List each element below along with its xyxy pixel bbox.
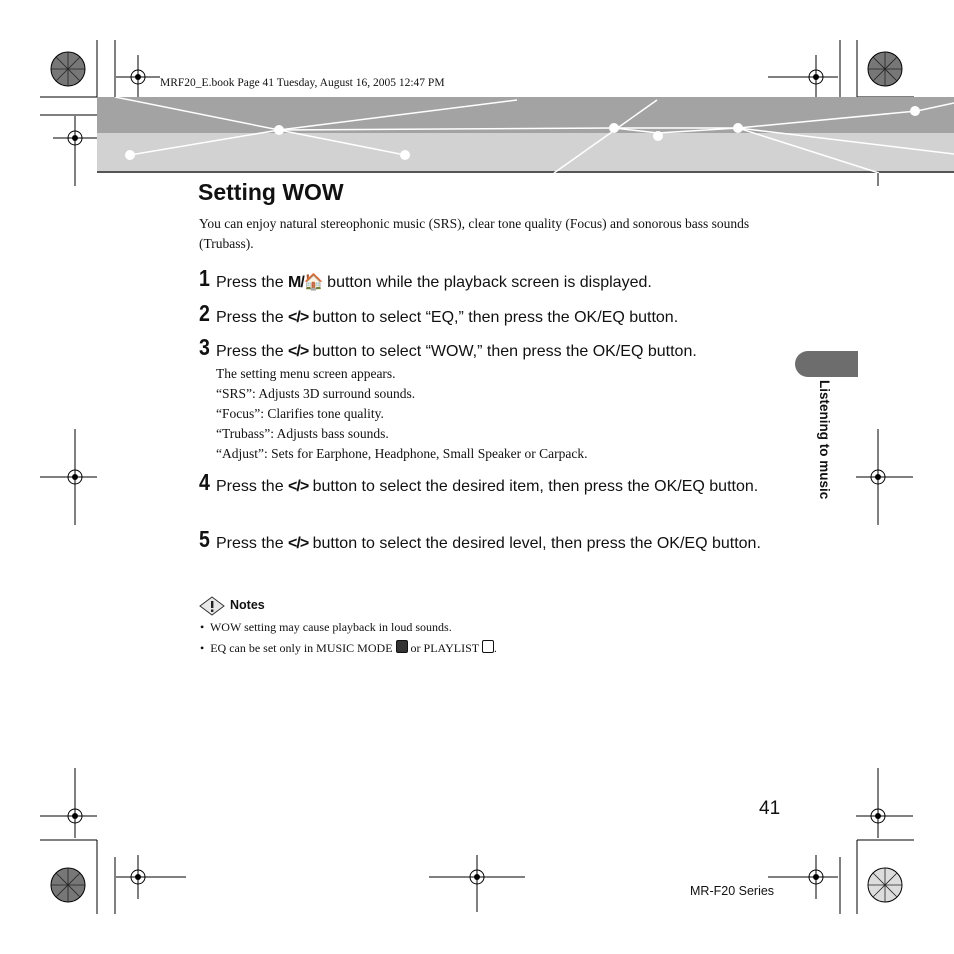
note-item: • WOW setting may cause playback in loud… — [200, 620, 452, 634]
left-right-key-icon: </> — [288, 309, 309, 326]
step-text: button to select the desired level, then… — [308, 535, 761, 552]
chapter-tab — [795, 351, 858, 377]
step-number: 5 — [199, 526, 210, 552]
step-3-detail: “Focus”: Clarifies tone quality. — [216, 406, 384, 421]
note-item: • EQ can be set only in MUSIC MODE or PL… — [200, 640, 497, 655]
step-5: 5 Press the </> button to select the des… — [199, 528, 789, 555]
step-text: button while the playback screen is disp… — [322, 274, 652, 291]
step-text: Press the — [216, 478, 289, 495]
step-text: Press the — [216, 309, 289, 326]
music-mode-icon — [395, 640, 408, 653]
chapter-side-label: Listening to music — [817, 380, 832, 500]
step-text: button to select the desired item, then … — [308, 478, 759, 495]
note-text: WOW setting may cause playback in loud s… — [209, 620, 452, 634]
note-text: or PLAYLIST — [407, 641, 482, 655]
note-text: EQ can be set only in MUSIC MODE — [210, 641, 396, 655]
step-3: 3 Press the </> button to select “WOW,” … — [199, 336, 789, 363]
step-text: Press the — [216, 343, 289, 360]
page-title: Setting WOW — [198, 179, 344, 205]
page-number: 41 — [759, 798, 781, 819]
step-3-detail: The setting menu screen appears. — [216, 366, 396, 381]
notes-warning-icon — [199, 596, 225, 616]
step-3-detail: “Trubass”: Adjusts bass sounds. — [216, 426, 389, 441]
menu-home-key-icon: M/🏠 — [288, 274, 324, 291]
step-text: Press the — [216, 274, 289, 291]
step-text: button to select “EQ,” then press the OK… — [308, 309, 679, 326]
print-header-note: MRF20_E.book Page 41 Tuesday, August 16,… — [160, 77, 445, 89]
step-text: Press the — [216, 535, 289, 552]
step-number: 1 — [199, 265, 210, 291]
step-2: 2 Press the </> button to select “EQ,” t… — [199, 302, 789, 329]
step-3-detail: “Adjust”: Sets for Earphone, Headphone, … — [216, 446, 588, 461]
step-3-detail: “SRS”: Adjusts 3D surround sounds. — [216, 386, 416, 401]
step-text: button to select “WOW,” then press the O… — [308, 343, 697, 360]
left-right-key-icon: </> — [288, 478, 309, 495]
left-right-key-icon: </> — [288, 535, 309, 552]
step-4: 4 Press the </> button to select the des… — [199, 471, 789, 498]
series-footer: MR-F20 Series — [690, 884, 775, 898]
left-right-key-icon: </> — [288, 343, 309, 360]
step-number: 4 — [199, 469, 210, 495]
intro-paragraph: You can enjoy natural stereophonic music… — [199, 216, 750, 251]
step-number: 3 — [199, 334, 210, 360]
step-1: 1 Press the M/🏠 button while the playbac… — [199, 267, 789, 294]
note-text: . — [493, 641, 497, 655]
header-decorative-band — [97, 97, 954, 173]
step-number: 2 — [199, 300, 210, 326]
notes-label: Notes — [230, 598, 265, 612]
playlist-icon — [481, 640, 494, 653]
